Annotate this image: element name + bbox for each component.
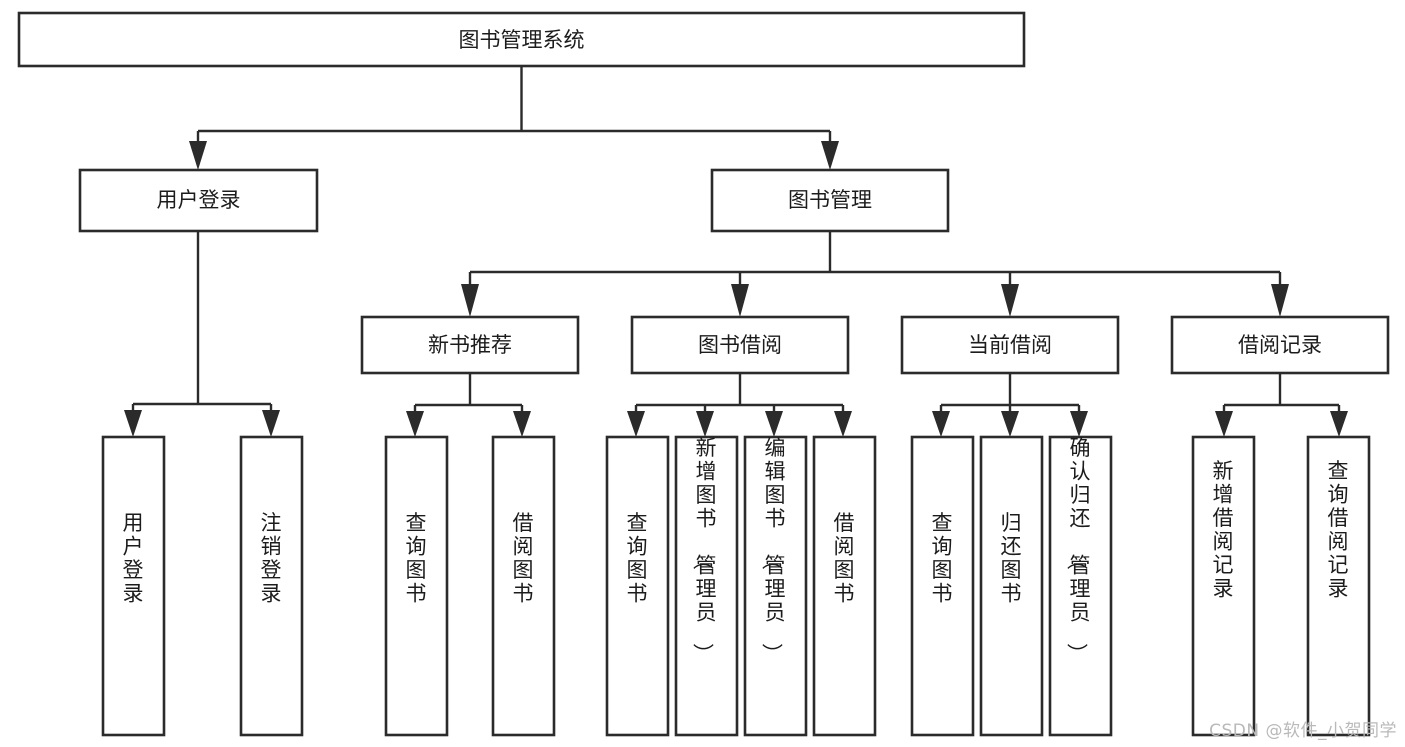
node-new-book-rec-box[interactable] xyxy=(360,315,580,375)
node-root[interactable]: 图书管理系统 xyxy=(17,11,1026,68)
leaf-edit-book-box[interactable] xyxy=(743,435,808,737)
leaf-node-query-book-3[interactable]: 查询图书 xyxy=(910,435,975,737)
arrow-head-current-borrow xyxy=(1001,284,1019,317)
node-borrow-record[interactable]: 借阅记录 xyxy=(1170,315,1390,375)
leaf-query-book-3-label: 查询图书 xyxy=(932,511,953,606)
connector-group-book-manage-to-level3 xyxy=(461,231,1289,317)
connector-group-new-book-rec-to-leaves xyxy=(406,373,531,437)
arrow-head-borrow-record xyxy=(1271,284,1289,317)
node-current-borrow-box[interactable] xyxy=(900,315,1120,375)
arrow-head-user-login xyxy=(189,141,207,170)
node-user-login-label: 用户登录 xyxy=(157,188,241,212)
leaf-node-logout[interactable]: 注销登录 xyxy=(239,435,304,737)
node-book-borrow[interactable]: 图书借阅 xyxy=(630,315,850,375)
leaf-node-query-book-2[interactable]: 查询图书 xyxy=(605,435,670,737)
arrow-head-book-manage xyxy=(821,141,839,170)
arrow-head-leaf-user-login xyxy=(124,410,142,437)
leaf-query-book-1-box[interactable] xyxy=(384,435,449,737)
leaf-logout-box[interactable] xyxy=(239,435,304,737)
leaf-query-book-2-label: 查询图书 xyxy=(627,511,648,606)
leaf-query-record-box[interactable] xyxy=(1306,435,1371,737)
node-new-book-rec[interactable]: 新书推荐 xyxy=(360,315,580,375)
leaf-logout-label: 注销登录 xyxy=(261,511,282,606)
arrow-head-leaf-borrow-book-2 xyxy=(834,411,852,437)
leaf-user-login-label: 用户登录 xyxy=(123,511,144,606)
leaf-node-add-book[interactable]: 新增图书（管理员） xyxy=(674,435,739,737)
leaf-user-login-box[interactable] xyxy=(101,435,166,737)
arrow-head-leaf-logout xyxy=(262,410,280,437)
leaf-query-book-3-box[interactable] xyxy=(910,435,975,737)
node-root-box[interactable] xyxy=(17,11,1026,68)
node-current-borrow[interactable]: 当前借阅 xyxy=(900,315,1120,375)
leaf-return-book-box[interactable] xyxy=(979,435,1044,737)
leaf-borrow-book-2-box[interactable] xyxy=(812,435,877,737)
connector-group-root-to-level2 xyxy=(189,66,839,170)
arrow-head-leaf-add-record xyxy=(1215,411,1233,437)
leaf-add-record-label: 新增借阅记录 xyxy=(1213,459,1234,601)
arrow-head-new-book-rec xyxy=(461,284,479,317)
arrow-head-leaf-confirm-return xyxy=(1070,411,1088,437)
node-root-label: 图书管理系统 xyxy=(459,28,585,52)
connector-group-user-login-to-leaves xyxy=(124,231,280,437)
arrow-head-leaf-edit-book xyxy=(765,411,783,437)
node-book-borrow-box[interactable] xyxy=(630,315,850,375)
leaf-node-borrow-book-2[interactable]: 借阅图书 xyxy=(812,435,877,737)
leaf-edit-book-label: 编辑图书（管理员） xyxy=(760,436,786,664)
arrow-head-leaf-query-book-2 xyxy=(627,411,645,437)
node-current-borrow-label: 当前借阅 xyxy=(968,333,1052,357)
arrow-head-leaf-query-book-1 xyxy=(406,411,424,437)
arrow-head-leaf-borrow-book-1 xyxy=(513,411,531,437)
node-book-manage[interactable]: 图书管理 xyxy=(710,168,950,233)
leaf-borrow-book-1-box[interactable] xyxy=(491,435,556,737)
node-book-borrow-label: 图书借阅 xyxy=(698,333,782,357)
leaf-query-record-label: 查询借阅记录 xyxy=(1328,459,1349,601)
node-book-manage-label: 图书管理 xyxy=(788,188,872,212)
leaf-query-book-1-label: 查询图书 xyxy=(406,511,427,606)
leaf-add-record-box[interactable] xyxy=(1191,435,1256,737)
leaf-borrow-book-1-label: 借阅图书 xyxy=(513,511,534,606)
node-book-manage-box[interactable] xyxy=(710,168,950,233)
leaf-node-user-login[interactable]: 用户登录 xyxy=(101,435,166,737)
leaf-node-return-book[interactable]: 归还图书 xyxy=(979,435,1044,737)
leaf-add-book-box[interactable] xyxy=(674,435,739,737)
leaf-confirm-return-box[interactable] xyxy=(1048,435,1113,737)
arrow-head-book-borrow xyxy=(731,284,749,317)
leaf-node-edit-book[interactable]: 编辑图书（管理员） xyxy=(743,435,808,737)
arrow-head-leaf-query-record xyxy=(1330,411,1348,437)
leaf-node-query-book-1[interactable]: 查询图书 xyxy=(384,435,449,737)
leaf-node-confirm-return[interactable]: 确认归还（管理员） xyxy=(1048,435,1113,737)
leaf-add-book-label: 新增图书（管理员） xyxy=(691,436,717,664)
arrow-head-leaf-query-book-3 xyxy=(932,411,950,437)
connector-group-current-borrow-to-leaves xyxy=(932,373,1088,437)
leaf-confirm-return-label: 确认归还（管理员） xyxy=(1065,436,1091,664)
leaf-node-query-record[interactable]: 查询借阅记录 xyxy=(1306,435,1371,737)
arrow-head-leaf-return-book xyxy=(1001,411,1019,437)
leaf-node-add-record[interactable]: 新增借阅记录 xyxy=(1191,435,1256,737)
connector-group-book-borrow-to-leaves xyxy=(627,373,852,437)
leaf-return-book-label: 归还图书 xyxy=(1001,511,1022,606)
connector-group-borrow-record-to-leaves xyxy=(1215,373,1348,437)
node-new-book-rec-label: 新书推荐 xyxy=(428,333,512,357)
arrow-head-leaf-add-book xyxy=(696,411,714,437)
node-user-login[interactable]: 用户登录 xyxy=(78,168,319,233)
leaf-node-borrow-book-1[interactable]: 借阅图书 xyxy=(491,435,556,737)
node-borrow-record-label: 借阅记录 xyxy=(1238,333,1322,357)
node-user-login-box[interactable] xyxy=(78,168,319,233)
node-borrow-record-box[interactable] xyxy=(1170,315,1390,375)
leaf-borrow-book-2-label: 借阅图书 xyxy=(834,511,855,606)
leaf-query-book-2-box[interactable] xyxy=(605,435,670,737)
